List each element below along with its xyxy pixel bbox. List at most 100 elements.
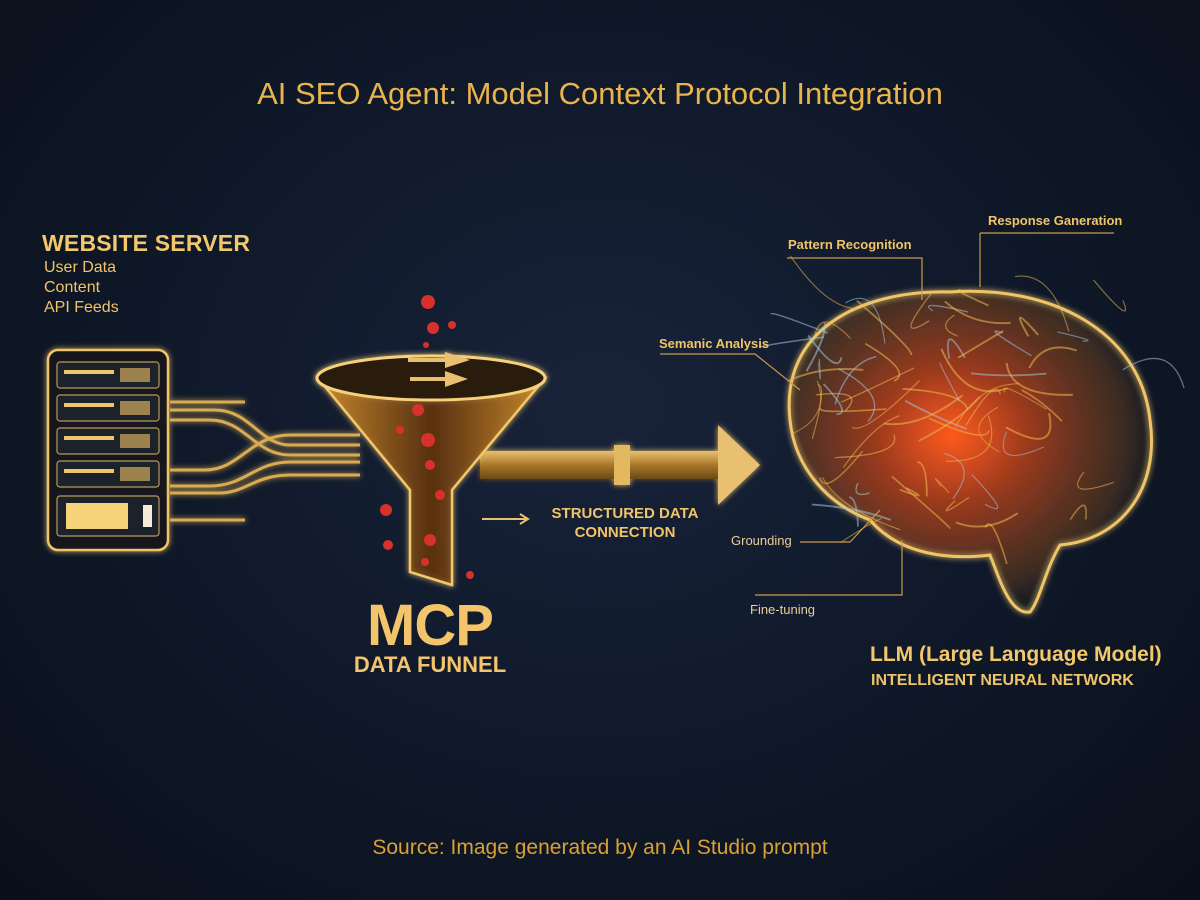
neural-strand	[954, 383, 1020, 428]
neural-strand	[1005, 412, 1052, 440]
neural-strand	[891, 475, 951, 529]
neural-strand	[970, 372, 1047, 377]
data-particle	[427, 322, 439, 334]
neural-strand	[1019, 316, 1039, 337]
neural-strand	[984, 523, 1008, 565]
neural-strand	[971, 474, 999, 510]
data-particle	[425, 460, 435, 470]
neural-strand	[758, 336, 825, 348]
neural-strand	[1093, 279, 1127, 312]
arrow-icon	[482, 513, 530, 525]
neural-strand	[852, 380, 921, 429]
neural-strand	[965, 389, 1001, 426]
neural-strand	[957, 330, 1004, 359]
neural-strand	[943, 452, 965, 500]
neural-strand	[945, 496, 970, 512]
callout-pattern-recognition: Pattern Recognition	[788, 237, 912, 252]
data-particle	[423, 342, 429, 348]
callout-lines	[660, 232, 1114, 596]
mcp-title: MCP	[367, 593, 494, 658]
neural-strand	[864, 342, 901, 382]
data-particle	[424, 534, 436, 546]
neural-strand	[821, 476, 901, 531]
neural-strand	[1057, 331, 1089, 342]
neural-strand	[819, 407, 887, 413]
neural-strand	[1005, 362, 1073, 396]
neural-strand	[910, 291, 933, 329]
structured-data-label: STRUCTURED DATA CONNECTION	[540, 504, 710, 542]
neural-strand	[845, 297, 886, 344]
website-server-item: User Data	[44, 259, 117, 276]
callout-response-generation: Response Ganeration	[988, 213, 1123, 228]
neural-strand	[819, 450, 864, 485]
neural-strand	[807, 334, 843, 364]
data-wires	[170, 400, 360, 522]
data-particle	[412, 404, 424, 416]
data-particle	[396, 426, 404, 434]
data-particle	[448, 321, 456, 329]
neural-strand	[940, 348, 1008, 393]
callout-grounding: Grounding	[731, 533, 792, 548]
neural-strand	[842, 415, 900, 468]
source-caption: Source: Image generated by an AI Studio …	[372, 836, 828, 859]
data-particle	[421, 295, 435, 309]
callout-semantic-analysis: Semanic Analysis	[659, 336, 770, 351]
llm-title: LLM (Large Language Model)	[870, 643, 1162, 666]
neural-strand	[1021, 389, 1063, 422]
structured-data-line2: CONNECTION	[574, 524, 676, 541]
neural-strand	[928, 417, 990, 436]
neural-strand	[918, 396, 981, 442]
neural-strand	[834, 355, 877, 405]
website-server-item: API Feeds	[44, 299, 119, 316]
neural-strand	[789, 255, 858, 310]
neural-strand	[816, 392, 853, 412]
neural-strand	[792, 380, 822, 434]
data-particles	[380, 295, 474, 579]
neural-strand	[904, 399, 968, 430]
neural-strand	[822, 383, 843, 416]
neural-strand	[945, 415, 993, 462]
neural-strand	[902, 387, 969, 411]
neural-strand	[856, 299, 913, 356]
neural-strand	[945, 314, 958, 337]
neural-strand	[811, 503, 892, 521]
neural-strand	[813, 321, 851, 339]
neural-strand	[770, 312, 829, 334]
neural-strand	[1002, 431, 1044, 456]
neural-strand	[1122, 357, 1185, 389]
mcp-subtitle: DATA FUNNEL	[353, 652, 507, 677]
neural-strand	[805, 323, 827, 372]
neural-strand	[944, 300, 1011, 325]
page-title: AI SEO Agent: Model Context Protocol Int…	[257, 76, 943, 111]
neural-strand	[1069, 504, 1087, 520]
data-particle	[383, 540, 393, 550]
neural-strand	[947, 338, 966, 359]
neural-strand	[838, 368, 876, 422]
neural-strand	[1028, 346, 1078, 369]
neural-strand	[927, 304, 969, 313]
data-particle	[435, 490, 445, 500]
neural-strand	[787, 368, 864, 382]
brain-icon	[758, 255, 1185, 614]
neural-strand	[899, 487, 920, 497]
server-rack-icon	[46, 348, 170, 552]
neural-strand	[839, 517, 882, 544]
structured-data-line1: STRUCTURED DATA	[551, 505, 699, 522]
neural-strand	[883, 394, 964, 426]
funnel-icon	[315, 352, 548, 587]
neural-strand	[848, 496, 859, 527]
data-particle	[466, 571, 474, 579]
data-particle	[380, 504, 392, 516]
website-server-title: WEBSITE SERVER	[42, 230, 251, 256]
neural-strand	[957, 288, 989, 307]
neural-strand	[835, 434, 896, 459]
neural-strand	[840, 367, 915, 403]
neural-strand	[855, 482, 870, 496]
neural-strand	[1015, 275, 1070, 332]
data-particle	[421, 558, 429, 566]
neural-strand	[818, 359, 821, 380]
llm-subtitle: INTELLIGENT NEURAL NETWORK	[871, 672, 1134, 689]
neural-strand	[917, 460, 928, 497]
data-particle	[421, 433, 435, 447]
neural-strand	[1077, 471, 1115, 490]
